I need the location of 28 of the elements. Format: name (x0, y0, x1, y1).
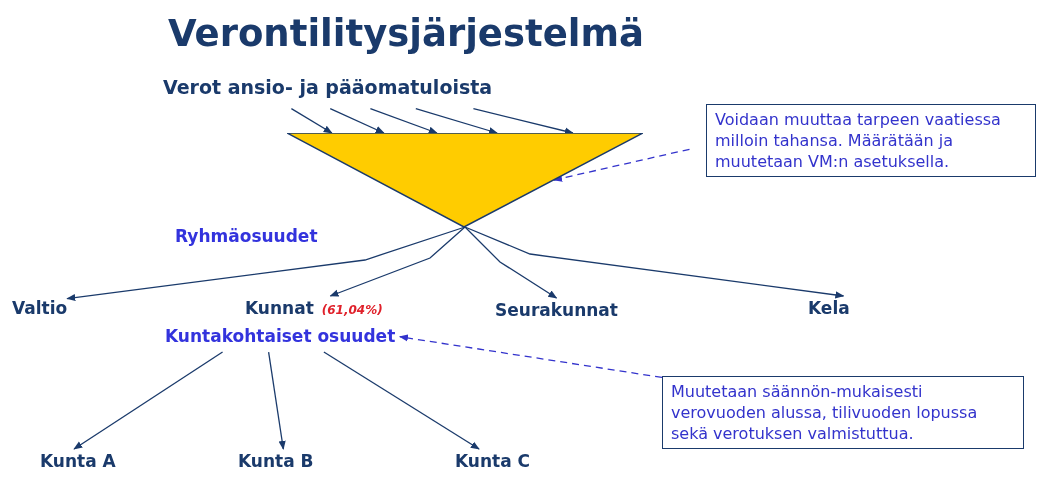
municipality-label: Kunta C (455, 449, 531, 475)
municipality-label: Kunta A (40, 449, 116, 475)
recipient-label: Kela (808, 296, 850, 322)
arrow (472, 107, 574, 135)
title: Verontilitysjärjestelmä (168, 11, 644, 57)
arrow (464, 226, 845, 299)
group-label: Ryhmäosuudet (175, 225, 318, 248)
share-heading: Kuntakohtaiset osuudet (165, 324, 396, 350)
arrow (323, 351, 480, 450)
recipient-label: Seurakunnat (495, 298, 618, 324)
municipality-label: Kunta B (238, 449, 314, 475)
arrow (464, 226, 558, 299)
note-box: Muutetaan säännön-mukaisesti verovuoden alussa, tilivuoden lopussa sekä verotuksen valmistuttua. (662, 376, 1024, 449)
arrow (290, 107, 333, 134)
note-box: Voidaan muuttaa tarpeen vaatiessa milloin tahansa. Määrätään ja muutetaan VM:n asetuksella. (706, 104, 1036, 177)
arrow (415, 107, 498, 135)
recipient-label: Kunnat (245, 297, 314, 320)
funnel-triangle (287, 133, 643, 227)
arrow (329, 226, 466, 297)
percentage-note: (61,04%) (321, 302, 383, 319)
arrow (369, 107, 438, 134)
heading-text: Verot ansio- ja pääomatuloista (163, 73, 493, 102)
recipient-label: Valtio (12, 296, 68, 322)
dashed-arrow (399, 334, 663, 379)
arrow (73, 351, 224, 450)
arrow (66, 226, 466, 302)
arrow (267, 351, 286, 450)
arrow (329, 107, 385, 134)
